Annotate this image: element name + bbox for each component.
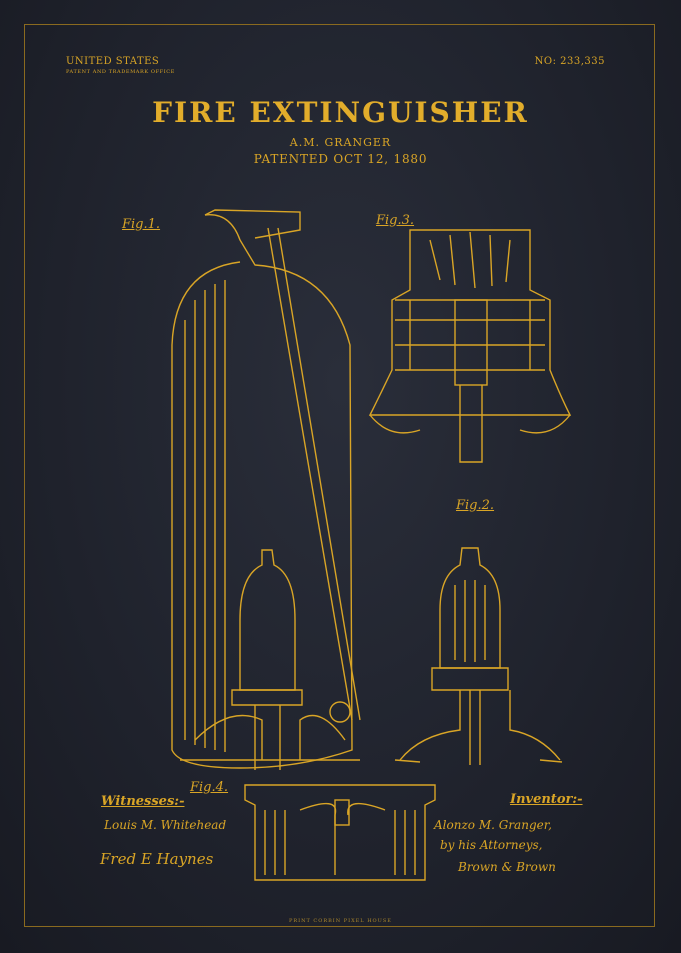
witnesses-label: Witnesses:- [101,794,185,809]
attorney-signature: Brown & Brown [458,860,556,874]
witness-signature-1: Louis M. Whitehead [104,818,227,832]
witness-signature-2: Fred E Haynes [100,850,214,868]
attorney-line: by his Attorneys, [440,838,543,852]
fig2-drawing [394,547,563,765]
office-label: PATENT AND TRADEMARK OFFICE [66,69,175,75]
inventor-label: Inventor:- [510,792,583,807]
fig1-drawing [171,209,361,770]
patent-number: NO: 233,335 [534,56,605,67]
inventor-name: A.M. GRANGER [289,136,392,149]
figure-1-label: Fig.1. [122,217,161,232]
patent-date: PATENTED OCT 12, 1880 [253,152,428,166]
footer-logo: PRINT CORBIN PIXEL HOUSE [289,918,392,924]
figure-3-label: Fig.3. [376,213,415,228]
figure-2-label: Fig.2. [456,498,495,513]
inventor-signature: Alonzo M. Granger, [434,818,552,832]
border-frame [24,24,655,927]
fig4-drawing [244,784,436,881]
country-label: UNITED STATES [66,56,160,67]
fig3-drawing [368,229,572,463]
page-title: FIRE EXTINGUISHER [152,96,529,129]
figure-4-label: Fig.4. [190,780,229,795]
